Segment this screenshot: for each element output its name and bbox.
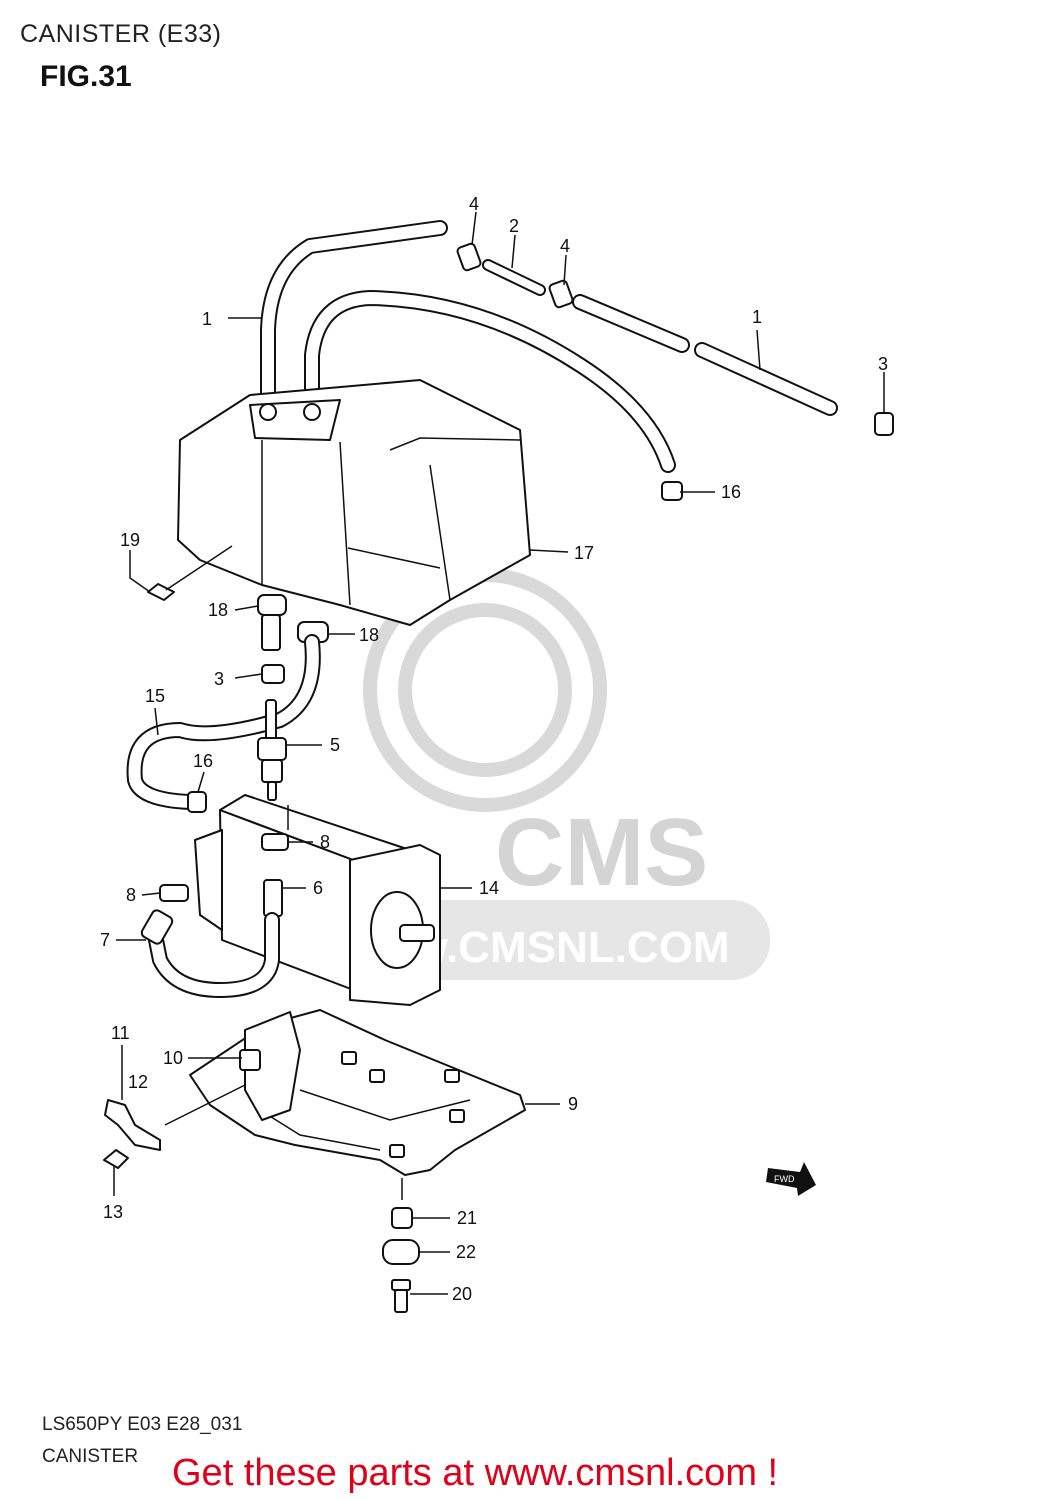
clamp-16	[661, 481, 683, 501]
promo-link[interactable]: Get these parts at www.cmsnl.com !	[172, 1452, 779, 1494]
figure-label: FIG.31	[40, 60, 132, 93]
clamp-16b	[187, 791, 207, 813]
grommet-18	[257, 594, 329, 651]
canister-cover-17	[177, 379, 531, 626]
callout-16b: 16	[193, 751, 213, 771]
callout-18b: 18	[359, 625, 379, 645]
clamp-4	[456, 242, 574, 309]
callout-6: 6	[313, 878, 323, 898]
callout-3b: 3	[214, 669, 224, 689]
footer-label: CANISTER	[42, 1446, 139, 1467]
callout-4: 4	[469, 194, 479, 214]
callout-1b: 1	[752, 307, 762, 327]
clamp-3	[874, 412, 894, 436]
page-title: CANISTER (E33)	[20, 20, 222, 48]
callout-18: 18	[208, 600, 228, 620]
fwd-badge: FWD	[774, 1174, 795, 1184]
callout-13: 13	[103, 1202, 123, 1222]
hose-6-7	[140, 879, 283, 998]
callout-3: 3	[878, 354, 888, 374]
callout-8: 8	[320, 832, 330, 852]
clamp-11-12	[104, 1084, 246, 1151]
callout-4b: 4	[560, 236, 570, 256]
screw-19	[147, 545, 233, 601]
callout-17: 17	[574, 543, 594, 563]
hose-1	[260, 220, 838, 473]
hose-15	[126, 634, 321, 810]
callout-2: 2	[509, 216, 519, 236]
valve-5	[257, 699, 287, 801]
callout-12: 12	[128, 1072, 148, 1092]
bracket-9	[189, 1009, 526, 1176]
callout-11: 11	[111, 1023, 130, 1043]
callout-labels: 1 1 2 3 3 4 4 5 6 7 8 8 9 10 11 12 13 14…	[100, 194, 888, 1304]
clamp-8b	[159, 884, 189, 902]
clamp-3b	[261, 664, 285, 684]
joint-pipe-2	[482, 259, 546, 296]
leader-lines	[113, 211, 885, 1295]
fwd-arrow-icon: FWD	[766, 1162, 816, 1196]
bolt-20	[391, 1279, 411, 1313]
collar-21	[391, 1207, 413, 1229]
canister-14	[194, 794, 441, 1006]
callout-16: 16	[721, 482, 741, 502]
callout-5: 5	[330, 735, 340, 755]
callout-21: 21	[457, 1208, 477, 1228]
callout-14: 14	[479, 878, 499, 898]
callout-9: 9	[568, 1094, 578, 1114]
callout-15: 15	[145, 686, 165, 706]
callout-22: 22	[456, 1242, 476, 1262]
callout-19: 19	[120, 530, 140, 550]
screw-13	[103, 1149, 129, 1169]
callout-7: 7	[100, 930, 110, 950]
watermark-brand: CMS	[495, 799, 708, 906]
callout-8b: 8	[126, 885, 136, 905]
callout-1: 1	[202, 309, 212, 329]
holder-10	[239, 1011, 301, 1121]
callout-10: 10	[163, 1048, 183, 1068]
clamp-8	[261, 833, 289, 851]
model-code: LS650PY E03 E28_031	[42, 1414, 243, 1435]
callout-20: 20	[452, 1284, 472, 1304]
cushion-22	[382, 1239, 420, 1265]
